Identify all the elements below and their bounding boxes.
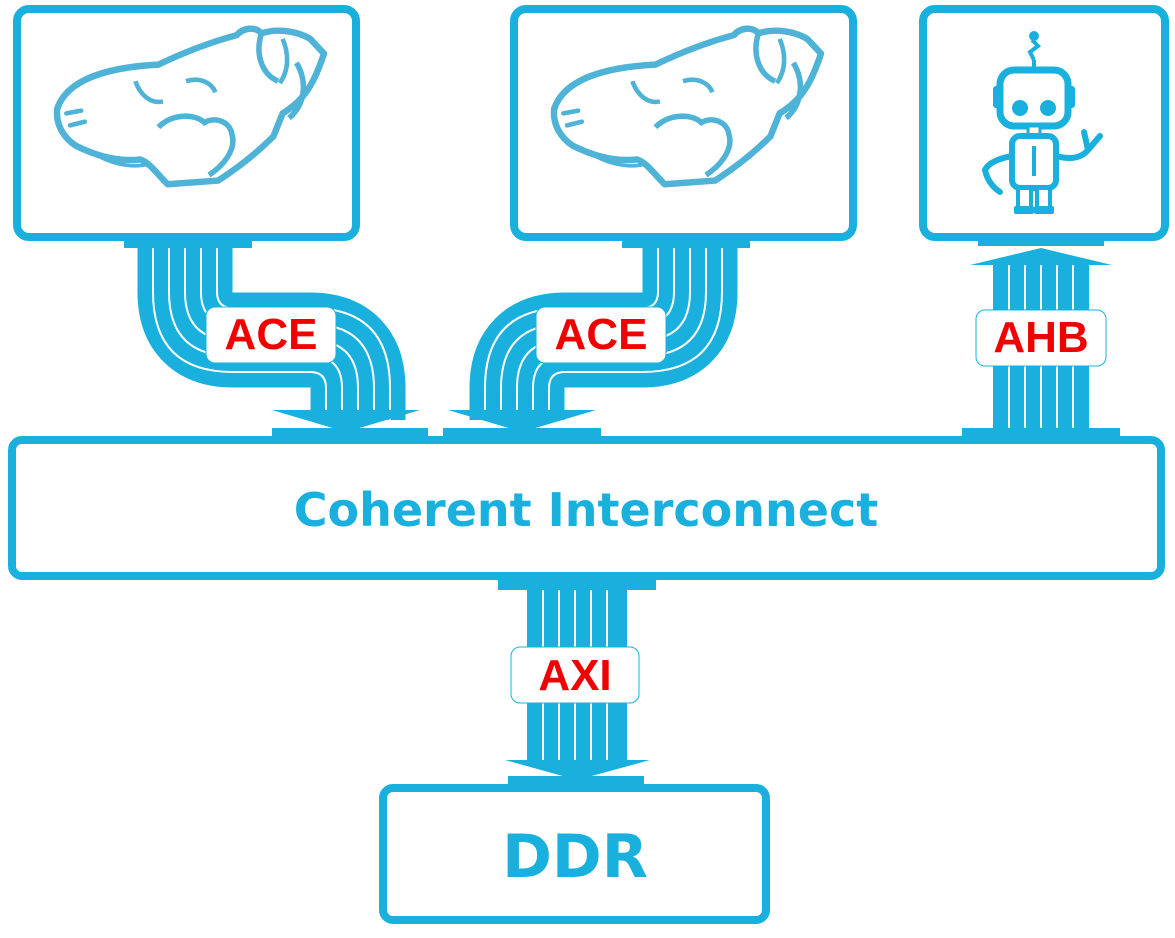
axi-label: AXI <box>538 651 611 700</box>
ddr-block: DDR <box>379 784 770 924</box>
cpu-left-box <box>13 5 360 241</box>
right-ace-label: ACE <box>555 310 648 359</box>
interconnect-port <box>498 578 656 590</box>
ahb-badge: AHB <box>975 309 1107 367</box>
left-ace-label: ACE <box>225 310 318 359</box>
ddr-label: DDR <box>502 822 648 892</box>
coherent-interconnect-block: Coherent Interconnect <box>8 436 1165 580</box>
axi-badge: AXI <box>510 646 640 704</box>
interconnect-label: Coherent Interconnect <box>294 483 879 537</box>
left-ace-badge: ACE <box>205 306 337 364</box>
cpu-right-box <box>510 5 857 241</box>
right-ace-badge: ACE <box>535 306 667 364</box>
peripheral-box <box>919 5 1169 241</box>
robot-icon <box>981 31 1103 214</box>
ahb-label: AHB <box>993 313 1088 362</box>
